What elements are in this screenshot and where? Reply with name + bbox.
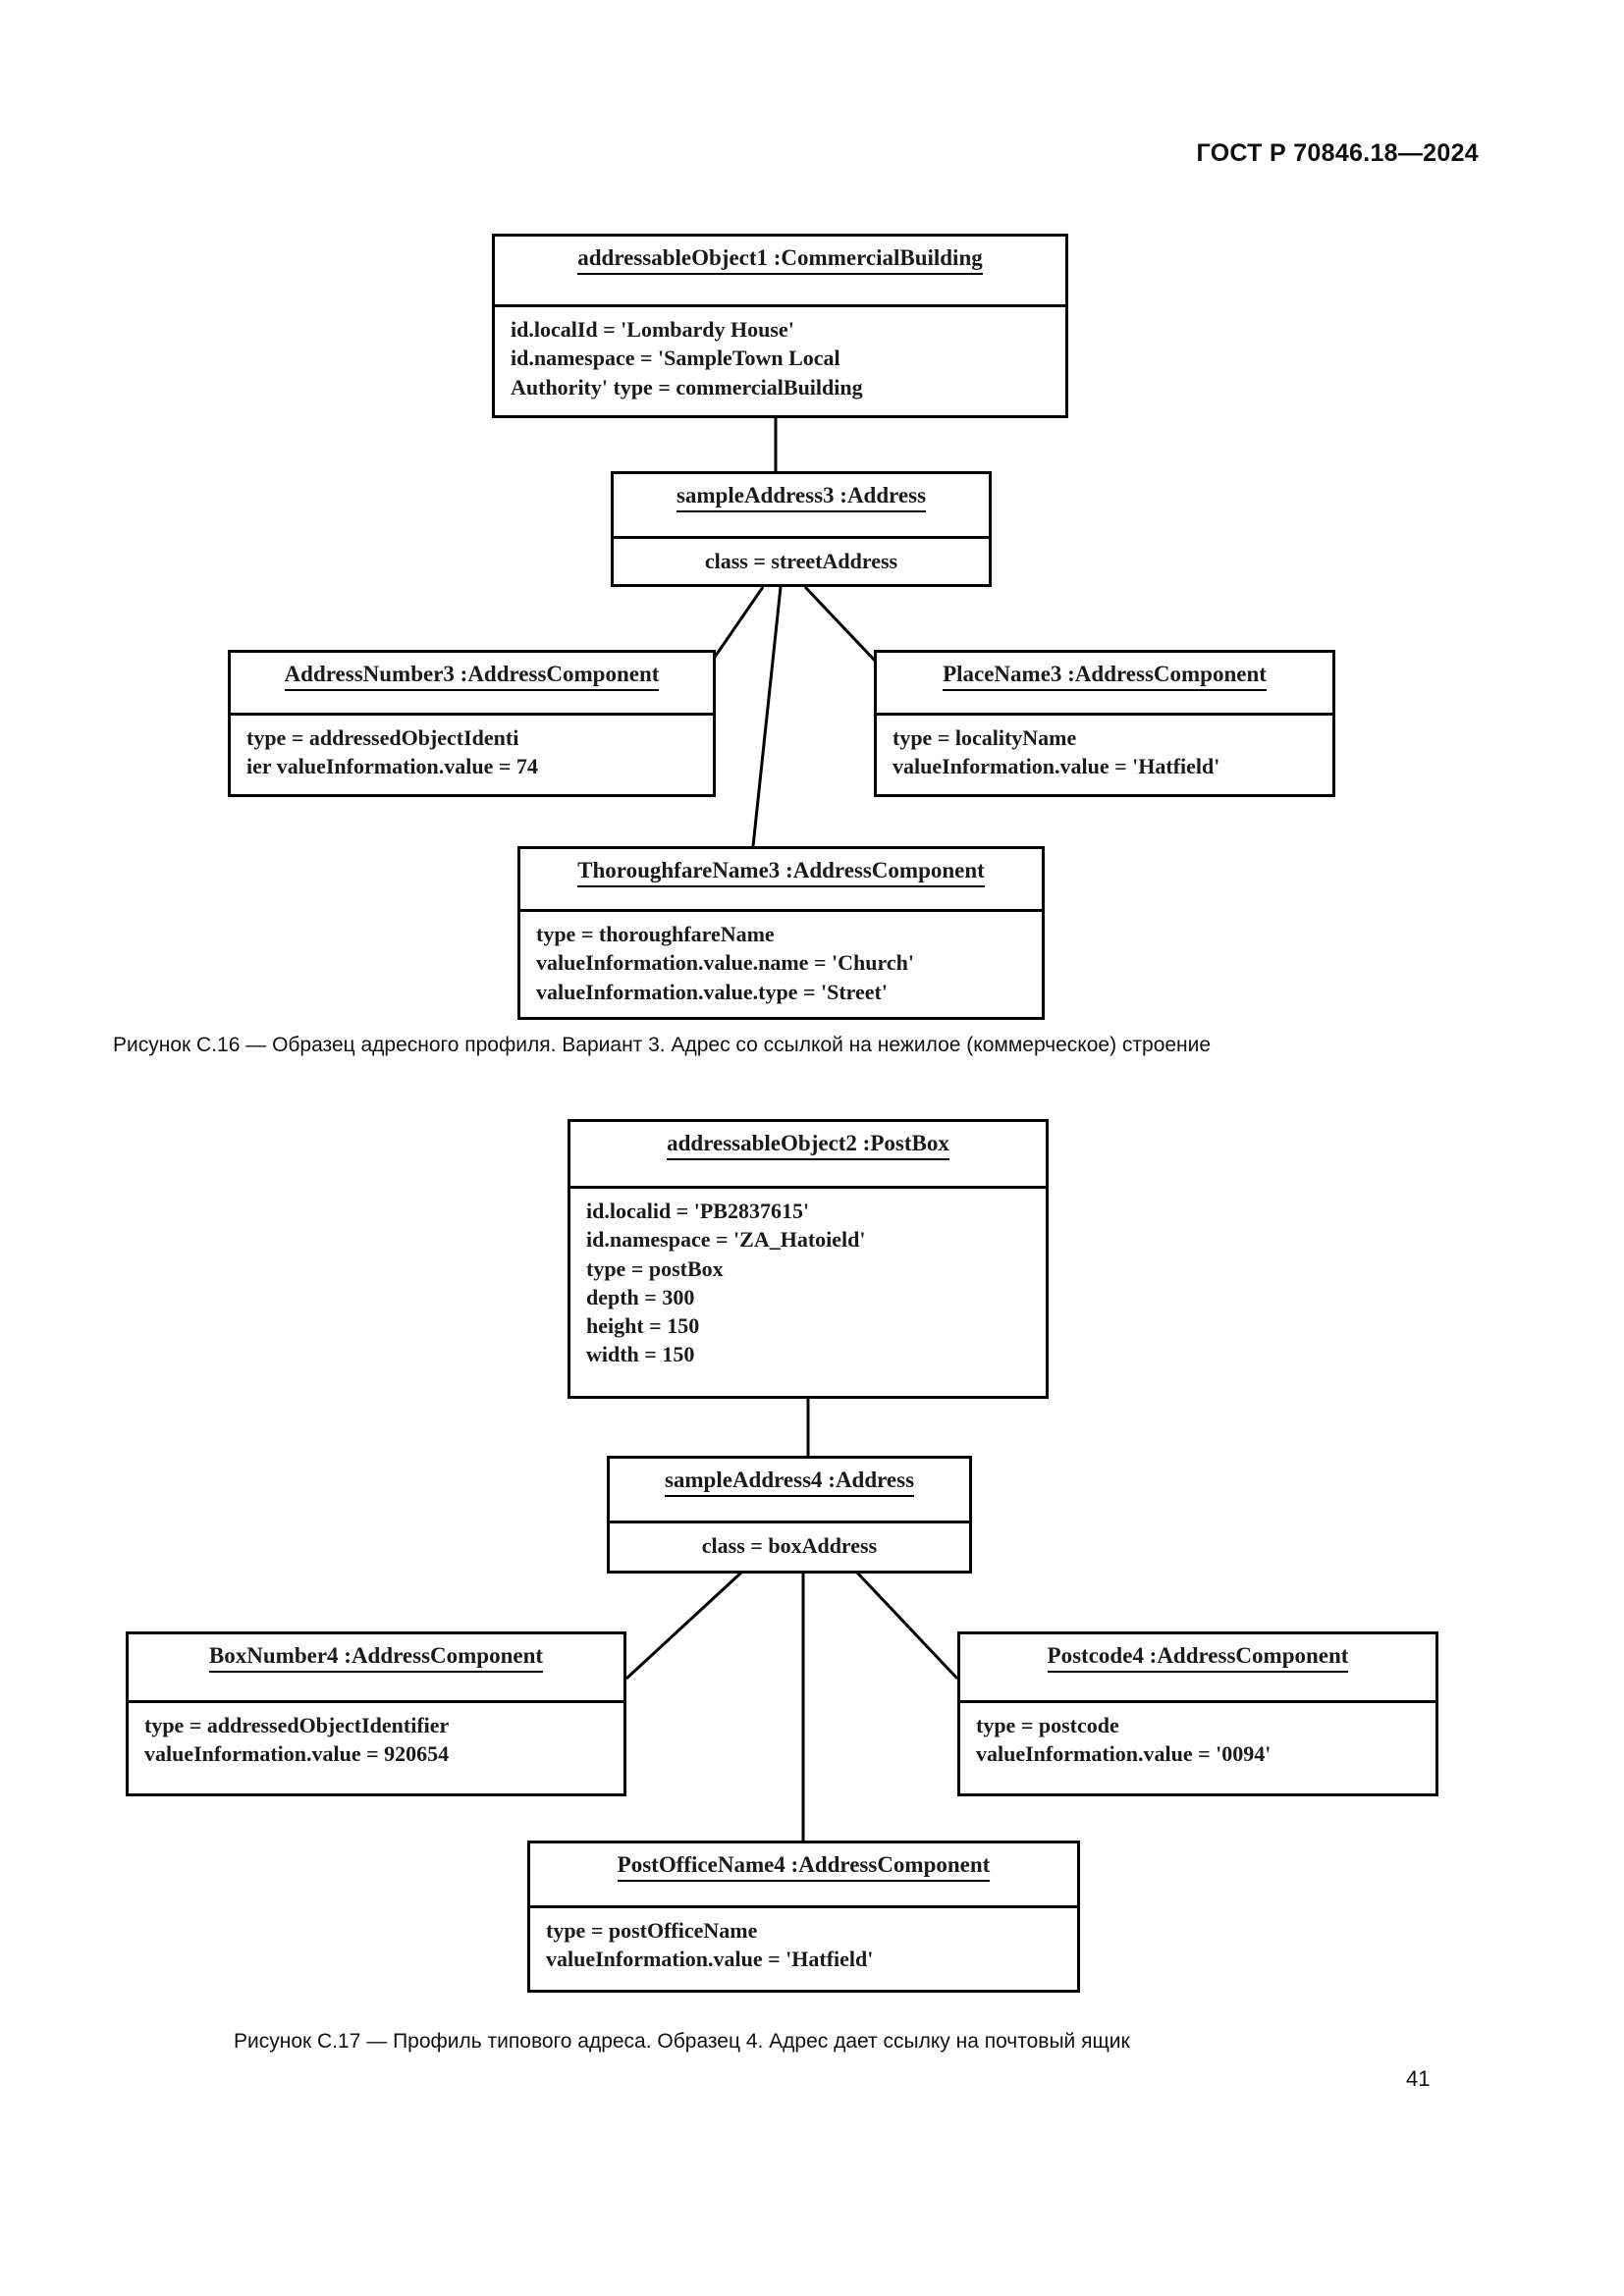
uml-node-title: PlaceName3 :AddressComponent bbox=[943, 662, 1267, 692]
uml-attribute-line: type = localityName bbox=[893, 725, 1077, 750]
uml-node-title-cell: Postcode4 :AddressComponent bbox=[960, 1634, 1435, 1703]
uml-node-title-cell: addressableObject1 :CommercialBuilding bbox=[495, 237, 1065, 307]
uml-node-title-cell: addressableObject2 :PostBox bbox=[570, 1122, 1046, 1189]
uml-attribute-line: id.namespace = 'ZA_Hatoield' bbox=[586, 1227, 866, 1253]
uml-attribute-line: type = postBox bbox=[586, 1255, 724, 1281]
uml-node-title-cell: ThoroughfareName3 :AddressComponent bbox=[520, 849, 1042, 912]
uml-node-attributes: type = postOfficeName valueInformation.v… bbox=[530, 1908, 1077, 1984]
uml-node-post-office-name-4: PostOfficeName4 :AddressComponent type =… bbox=[527, 1841, 1080, 1993]
uml-attribute-line: type = addressedObjectIdentifier bbox=[144, 1713, 450, 1737]
uml-node-attributes: type = thoroughfareName valueInformation… bbox=[520, 912, 1042, 1016]
uml-node-title-cell: AddressNumber3 :AddressComponent bbox=[231, 653, 713, 716]
uml-node-title-cell: PostOfficeName4 :AddressComponent bbox=[530, 1843, 1077, 1908]
uml-attribute-line: id.localid = 'PB2837615' bbox=[586, 1199, 810, 1223]
uml-node-title-cell: PlaceName3 :AddressComponent bbox=[877, 653, 1332, 716]
uml-node-attributes: type = addressedObjectIdenti ier valueIn… bbox=[231, 716, 713, 791]
uml-node-title: sampleAddress3 :Address bbox=[676, 483, 927, 513]
uml-attribute-line: class = boxAddress bbox=[701, 1533, 878, 1558]
uml-attribute-line: type = addressedObjectIdenti bbox=[246, 725, 519, 750]
uml-node-title-cell: BoxNumber4 :AddressComponent bbox=[129, 1634, 623, 1703]
document-header-standard-ref: ГОСТ Р 70846.18—2024 bbox=[1196, 139, 1479, 167]
uml-node-title: sampleAddress4 :Address bbox=[664, 1468, 915, 1498]
uml-node-title: Postcode4 :AddressComponent bbox=[1047, 1643, 1349, 1674]
uml-attribute-line: valueInformation.value = 'Hatfield' bbox=[546, 1947, 874, 1972]
uml-node-attributes: type = postcode valueInformation.value =… bbox=[960, 1703, 1435, 1779]
uml-attribute-line: class = streetAddress bbox=[704, 549, 898, 573]
uml-node-attributes: type = addressedObjectIdentifier valueIn… bbox=[129, 1703, 623, 1779]
uml-attribute-line: valueInformation.value = 'Hatfield' bbox=[893, 754, 1220, 779]
uml-node-attributes: id.localid = 'PB2837615' id.namespace = … bbox=[570, 1189, 1046, 1379]
uml-node-title-cell: sampleAddress4 :Address bbox=[610, 1459, 969, 1523]
uml-attribute-line: valueInformation.value = 920654 bbox=[144, 1741, 450, 1767]
uml-node-thoroughfare-name-3: ThoroughfareName3 :AddressComponent type… bbox=[517, 846, 1045, 1020]
figure-caption-c17: Рисунок С.17 — Профиль типового адреса. … bbox=[234, 2030, 1130, 2053]
uml-node-title: addressableObject2 :PostBox bbox=[667, 1131, 949, 1161]
uml-attribute-line: valueInformation.value.type = 'Street' bbox=[536, 979, 888, 1004]
uml-node-postcode-4: Postcode4 :AddressComponent type = postc… bbox=[957, 1631, 1438, 1796]
uml-node-box-number-4: BoxNumber4 :AddressComponent type = addr… bbox=[126, 1631, 626, 1796]
uml-attribute-line: id.localId = 'Lombardy House' bbox=[511, 317, 794, 342]
page-number: 41 bbox=[1406, 2066, 1431, 2091]
uml-node-title: PostOfficeName4 :AddressComponent bbox=[617, 1852, 991, 1883]
uml-attribute-line: depth = 300 bbox=[586, 1284, 695, 1309]
uml-node-attributes: class = streetAddress bbox=[614, 539, 989, 585]
uml-node-attributes: id.localId = 'Lombardy House' id.namespa… bbox=[495, 307, 1065, 411]
uml-node-title: addressableObject1 :CommercialBuilding bbox=[577, 245, 983, 276]
uml-attribute-line: type = thoroughfareName bbox=[536, 922, 775, 946]
uml-node-addressable-object-2: addressableObject2 :PostBox id.localid =… bbox=[568, 1119, 1049, 1399]
uml-node-place-name-3: PlaceName3 :AddressComponent type = loca… bbox=[874, 650, 1335, 797]
figure-caption-c16: Рисунок С.16 — Образец адресного профиля… bbox=[113, 1034, 1212, 1056]
uml-attribute-line: ier valueInformation.value = 74 bbox=[246, 754, 538, 779]
uml-attribute-line: Authority' type = commercialBuilding bbox=[511, 374, 863, 400]
uml-node-sample-address-4: sampleAddress4 :Address class = boxAddre… bbox=[607, 1456, 972, 1574]
uml-node-attributes: class = boxAddress bbox=[610, 1523, 969, 1570]
uml-attribute-line: valueInformation.value = '0094' bbox=[976, 1741, 1272, 1767]
uml-node-title: BoxNumber4 :AddressComponent bbox=[208, 1643, 544, 1674]
uml-node-title: ThoroughfareName3 :AddressComponent bbox=[577, 858, 985, 888]
uml-attribute-line: type = postOfficeName bbox=[546, 1918, 758, 1943]
uml-node-address-number-3: AddressNumber3 :AddressComponent type = … bbox=[228, 650, 716, 797]
uml-node-attributes: type = localityName valueInformation.val… bbox=[877, 716, 1332, 791]
uml-attribute-line: width = 150 bbox=[586, 1342, 695, 1367]
uml-attribute-line: valueInformation.value.name = 'Church' bbox=[536, 950, 914, 976]
uml-node-title: AddressNumber3 :AddressComponent bbox=[284, 662, 660, 692]
uml-node-addressable-object-1: addressableObject1 :CommercialBuilding i… bbox=[492, 234, 1068, 418]
uml-attribute-line: id.namespace = 'SampleTown Local bbox=[511, 346, 840, 371]
uml-node-sample-address-3: sampleAddress3 :Address class = streetAd… bbox=[611, 471, 992, 587]
uml-attribute-line: height = 150 bbox=[586, 1313, 700, 1338]
uml-attribute-line: type = postcode bbox=[976, 1713, 1119, 1737]
uml-node-title-cell: sampleAddress3 :Address bbox=[614, 474, 989, 539]
